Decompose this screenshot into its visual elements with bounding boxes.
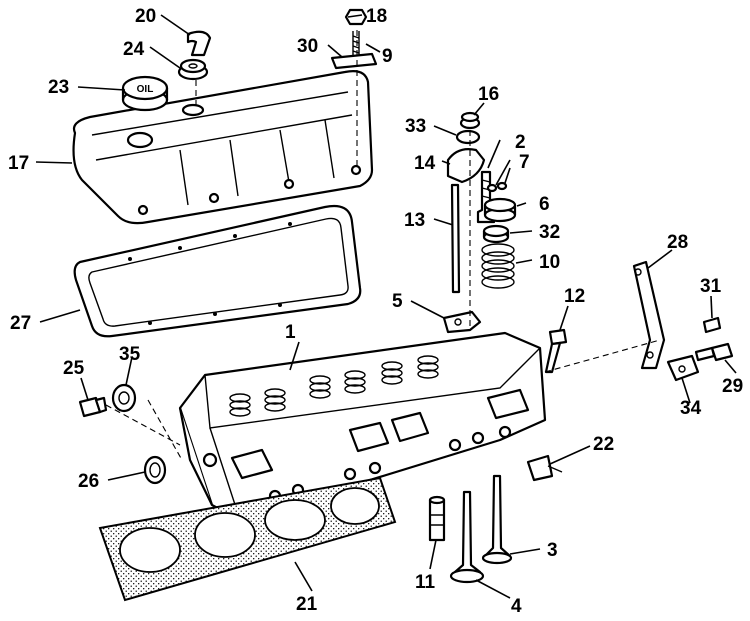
callout-22: 22 [593, 434, 614, 455]
callout-26: 26 [78, 471, 99, 492]
callout-33: 33 [405, 116, 426, 137]
callout-16: 16 [478, 84, 499, 105]
grommet [177, 58, 209, 81]
callout-2: 2 [515, 132, 526, 153]
callout-4: 4 [511, 596, 522, 617]
valve-cover-gasket [73, 204, 362, 338]
callout-5: 5 [392, 291, 403, 312]
callout-11: 11 [415, 572, 436, 593]
callout-35: 35 [119, 344, 141, 365]
leader-lines [35, 14, 737, 599]
callout-1: 1 [285, 322, 296, 343]
head-valve-springs [229, 355, 439, 417]
callout-21: 21 [296, 594, 318, 615]
breather-tube [186, 30, 212, 57]
alignment-lines [105, 30, 661, 461]
callout-25: 25 [63, 358, 85, 379]
bracket-screw [702, 316, 722, 334]
rocker-arm [446, 148, 486, 184]
callout-34: 34 [680, 398, 702, 419]
cylinder-head [178, 331, 547, 522]
head-bolt [544, 328, 568, 374]
bracket-bolt [694, 342, 734, 362]
cover-stud-assembly [330, 8, 378, 70]
callout-27: 27 [10, 313, 31, 334]
callout-32: 32 [539, 222, 560, 243]
valve-spring [481, 243, 515, 289]
temperature-sender-fitting [78, 396, 108, 418]
head-gasket [98, 476, 397, 602]
valve-cover [72, 70, 374, 225]
callout-31: 31 [700, 276, 722, 297]
rocker-ball [455, 129, 481, 145]
exhaust-valve [481, 474, 513, 565]
rocker-nut [459, 111, 481, 130]
callout-9: 9 [382, 46, 393, 67]
valve-guide-seal [428, 495, 446, 542]
callout-28: 28 [667, 232, 688, 253]
callout-10: 10 [539, 252, 560, 273]
callout-6: 6 [539, 194, 550, 215]
callout-23: 23 [48, 77, 69, 98]
expansion-plug [143, 455, 167, 485]
callout-7: 7 [519, 152, 530, 173]
valve-shield [482, 224, 510, 244]
clamp [666, 354, 700, 382]
oil-filler-cap: OIL [121, 75, 169, 112]
spring-cap [483, 197, 517, 223]
callout-17: 17 [8, 153, 29, 174]
valve-locks [486, 181, 508, 193]
callout-labels: 20 18 24 30 9 23 16 33 2 14 7 17 6 13 32… [8, 6, 743, 617]
temperature-sender [526, 454, 563, 482]
intake-valve [449, 490, 485, 584]
push-rod-guide [442, 310, 482, 334]
oil-cap-text: OIL [137, 84, 154, 95]
callout-29: 29 [722, 376, 743, 397]
callout-14: 14 [414, 153, 436, 174]
callout-3: 3 [547, 540, 558, 561]
lifting-bracket [632, 260, 666, 370]
callout-30: 30 [297, 36, 318, 57]
callout-20: 20 [135, 6, 156, 27]
callout-18: 18 [366, 6, 387, 27]
callout-24: 24 [123, 39, 145, 60]
pipe-plug [111, 383, 137, 413]
callout-13: 13 [404, 210, 425, 231]
push-rod [450, 183, 461, 294]
callout-12: 12 [564, 286, 585, 307]
